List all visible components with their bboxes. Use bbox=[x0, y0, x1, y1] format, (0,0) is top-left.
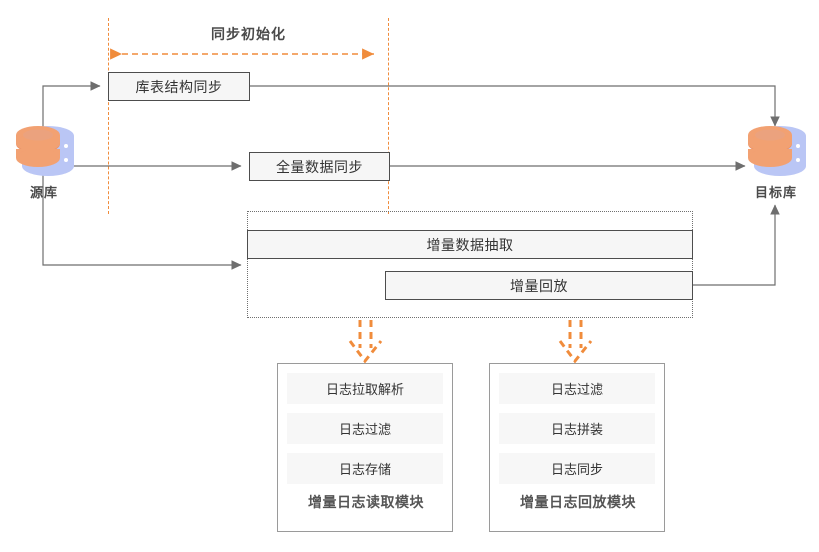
log-replay-item-1[interactable]: 日志拼装 bbox=[499, 413, 655, 444]
source-database[interactable] bbox=[10, 122, 78, 180]
database-icon bbox=[748, 126, 806, 176]
log-read-item-0[interactable]: 日志拉取解析 bbox=[287, 373, 443, 404]
log-read-item-2[interactable]: 日志存储 bbox=[287, 453, 443, 484]
log-replay-item-2[interactable]: 日志同步 bbox=[499, 453, 655, 484]
log-replay-item-0[interactable]: 日志过滤 bbox=[499, 373, 655, 404]
orange-arrow-right bbox=[558, 320, 593, 364]
orange-arrow-left bbox=[348, 320, 383, 364]
target-database-label: 目标库 bbox=[754, 185, 797, 200]
stage-box-incr-extract[interactable]: 增量数据抽取 bbox=[247, 230, 693, 259]
log-read-module: 日志拉取解析 日志过滤 日志存储 增量日志读取模块 bbox=[277, 363, 453, 532]
log-read-module-title: 增量日志读取模块 bbox=[308, 494, 424, 510]
incremental-section-container bbox=[247, 211, 693, 318]
database-icon bbox=[16, 126, 74, 176]
target-database[interactable] bbox=[742, 122, 810, 180]
log-replay-module: 日志过滤 日志拼装 日志同步 增量日志回放模块 bbox=[489, 363, 665, 532]
stage-box-incr-replay[interactable]: 增量回放 bbox=[385, 271, 693, 300]
span-label: 同步初始化 bbox=[211, 26, 286, 42]
stage-box-full-sync[interactable]: 全量数据同步 bbox=[249, 152, 390, 181]
log-replay-module-title: 增量日志回放模块 bbox=[520, 494, 636, 510]
span-guide-left bbox=[108, 18, 109, 214]
source-database-label: 源库 bbox=[29, 185, 58, 200]
span-guide-right bbox=[388, 18, 389, 214]
stage-box-schema-sync[interactable]: 库表结构同步 bbox=[108, 72, 250, 101]
log-read-item-1[interactable]: 日志过滤 bbox=[287, 413, 443, 444]
